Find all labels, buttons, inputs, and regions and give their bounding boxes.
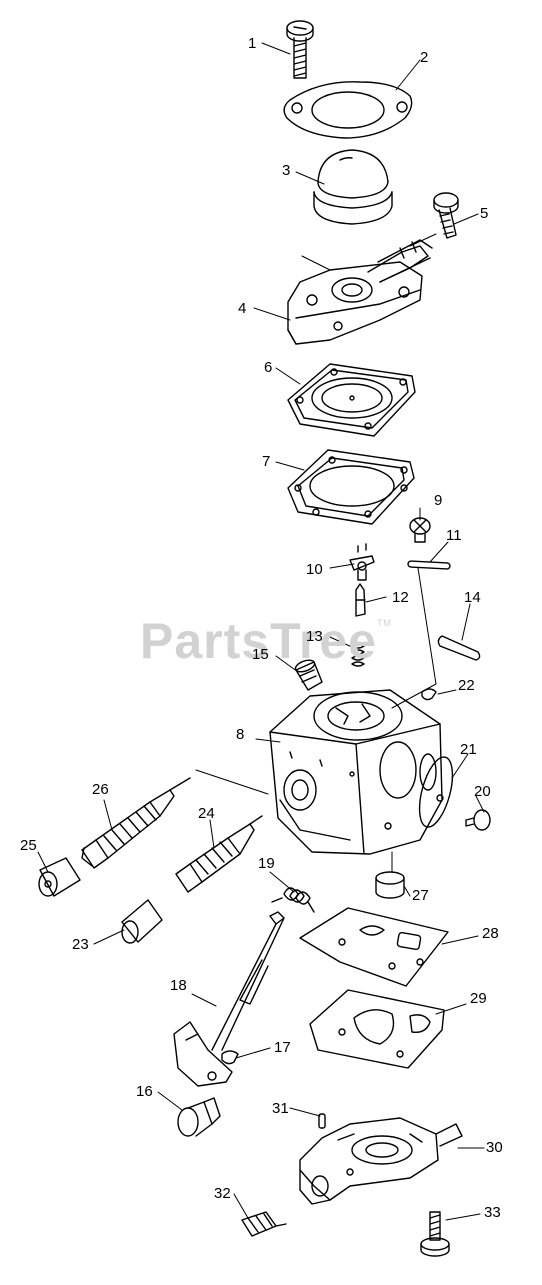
screw-9-drawing <box>409 517 431 543</box>
callout-25[interactable]: 25 <box>20 837 37 854</box>
pin-14-drawing <box>437 635 481 661</box>
clip-17-drawing <box>221 1050 239 1065</box>
pump-body-30-drawing <box>299 1117 463 1205</box>
carburetor-body-8-drawing <box>269 689 443 855</box>
pump-cover-4-drawing <box>287 239 433 345</box>
callout-1[interactable]: 1 <box>248 35 257 52</box>
screw-1-drawing <box>286 20 314 79</box>
throttle-shaft-18-drawing <box>173 911 285 1087</box>
callout-5[interactable]: 5 <box>480 205 489 222</box>
callout-31[interactable]: 31 <box>272 1100 289 1117</box>
callout-11[interactable]: 11 <box>446 527 462 544</box>
pin-11-drawing <box>407 560 451 570</box>
screw-20-drawing <box>465 809 491 831</box>
callout-18[interactable]: 18 <box>170 977 187 994</box>
callout-19[interactable]: 19 <box>258 855 275 872</box>
needle-32-drawing <box>241 1211 287 1237</box>
callout-4[interactable]: 4 <box>238 300 247 317</box>
needle-26-drawing <box>81 777 191 869</box>
callout-10[interactable]: 10 <box>306 561 323 578</box>
callout-17[interactable]: 17 <box>274 1039 291 1056</box>
gasket-28-drawing <box>299 907 449 987</box>
callout-2[interactable]: 2 <box>420 49 429 66</box>
callout-26[interactable]: 26 <box>92 781 109 798</box>
callout-33[interactable]: 33 <box>484 1204 501 1221</box>
gasket-29-drawing <box>309 989 445 1069</box>
diaphragm-6-drawing <box>287 363 416 437</box>
callout-13[interactable]: 13 <box>306 628 323 645</box>
needle-12-drawing <box>355 583 366 617</box>
alignment-lines <box>195 233 437 873</box>
callout-30[interactable]: 30 <box>486 1139 503 1156</box>
spring-13-drawing <box>351 643 365 667</box>
metering-lever-10-drawing <box>349 543 375 581</box>
knob-16-drawing <box>177 1097 221 1137</box>
callout-14[interactable]: 14 <box>464 589 481 606</box>
callout-15[interactable]: 15 <box>252 646 269 663</box>
callout-16[interactable]: 16 <box>136 1083 153 1100</box>
callout-23[interactable]: 23 <box>72 936 89 953</box>
callout-8[interactable]: 8 <box>236 726 245 743</box>
callout-24[interactable]: 24 <box>198 805 215 822</box>
callout-12[interactable]: 12 <box>392 589 409 606</box>
callout-3[interactable]: 3 <box>282 162 291 179</box>
callout-27[interactable]: 27 <box>412 887 429 904</box>
screw-5-drawing <box>433 192 459 239</box>
callout-9[interactable]: 9 <box>434 492 443 509</box>
callout-22[interactable]: 22 <box>458 677 475 694</box>
pin-31-drawing <box>318 1113 326 1129</box>
callout-29[interactable]: 29 <box>470 990 487 1007</box>
flange-gasket-2-drawing <box>283 81 413 139</box>
watermark-text: PartsTree <box>140 613 377 669</box>
cover-23-drawing <box>121 899 163 944</box>
disc-21-drawing <box>418 756 454 828</box>
callout-21[interactable]: 21 <box>460 741 477 758</box>
primer-bulb-3-drawing <box>313 149 393 225</box>
callout-6[interactable]: 6 <box>264 359 273 376</box>
callout-7[interactable]: 7 <box>262 453 271 470</box>
leader-lines <box>37 42 485 1221</box>
callout-28[interactable]: 28 <box>482 925 499 942</box>
parts-tree-watermark: PartsTreeTM <box>140 612 392 670</box>
callout-20[interactable]: 20 <box>474 783 491 800</box>
plug-15-drawing <box>294 659 323 691</box>
needle-24-drawing <box>175 815 263 893</box>
gasket-7-drawing <box>287 449 415 525</box>
cap-25-drawing <box>38 857 81 897</box>
screw-33-drawing <box>420 1211 450 1257</box>
trademark-mark: TM <box>376 618 392 628</box>
plug-27-drawing <box>375 871 405 899</box>
callout-32[interactable]: 32 <box>214 1185 231 1202</box>
